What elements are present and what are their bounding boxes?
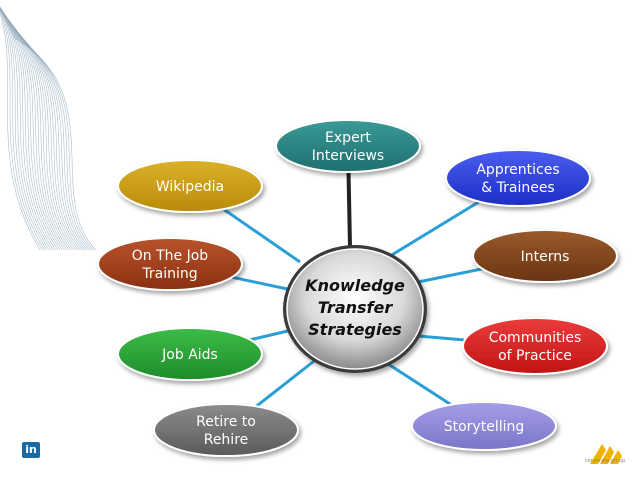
node-ellipse — [153, 403, 299, 457]
node-label: Apprentices — [476, 162, 559, 178]
node-ellipse — [411, 401, 557, 451]
wave-line — [0, 6, 52, 251]
node-ellipse — [117, 327, 263, 381]
wave-line — [0, 12, 41, 251]
node-ellipse — [97, 237, 243, 291]
node-communities-of-practice: Communities of Practice — [462, 317, 608, 375]
node-interns: Interns — [472, 229, 618, 283]
node-label: & Trainees — [481, 180, 554, 196]
node-ellipse — [472, 229, 618, 283]
node-label: Training — [141, 266, 197, 282]
decorative-wave-lines — [0, 6, 97, 251]
wave-line — [0, 8, 45, 251]
node-label: On The Job — [132, 248, 209, 264]
center-hub-ellipse — [286, 248, 424, 370]
node-label: Communities — [489, 330, 582, 346]
center-label: Transfer — [318, 298, 394, 317]
node-label: Interns — [521, 249, 570, 265]
node-label: Rehire — [204, 432, 249, 448]
node-job-aids: Job Aids — [117, 327, 263, 381]
wave-line — [13, 37, 97, 251]
node-label: Job Aids — [161, 347, 218, 363]
center-label: Knowledge — [305, 276, 405, 295]
logo-caption: corporate group — [584, 458, 626, 464]
linkedin-icon[interactable]: in — [22, 442, 40, 458]
company-logo-icon — [590, 444, 622, 464]
node-retire-to-rehire: Retire to Rehire — [153, 403, 299, 457]
wave-line — [0, 10, 43, 251]
wave-line — [0, 9, 63, 251]
node-ellipse — [445, 149, 591, 207]
node-label: of Practice — [498, 348, 572, 364]
node-ellipse — [462, 317, 608, 375]
node-storytelling: Storytelling — [411, 401, 557, 451]
wave-line — [0, 7, 47, 251]
node-ellipse — [275, 119, 421, 173]
wave-line — [8, 26, 83, 251]
node-wikipedia: Wikipedia — [117, 159, 263, 213]
node-label: Interviews — [312, 148, 384, 164]
center-label: Strategies — [308, 320, 402, 339]
wave-line — [0, 8, 61, 251]
node-label: Retire to — [196, 414, 256, 430]
node-apprentices-trainees: Apprentices & Trainees — [445, 149, 591, 207]
node-label: Wikipedia — [156, 179, 224, 195]
node-label: Expert — [325, 130, 371, 146]
node-label: Storytelling — [444, 419, 525, 435]
node-ellipse — [117, 159, 263, 213]
